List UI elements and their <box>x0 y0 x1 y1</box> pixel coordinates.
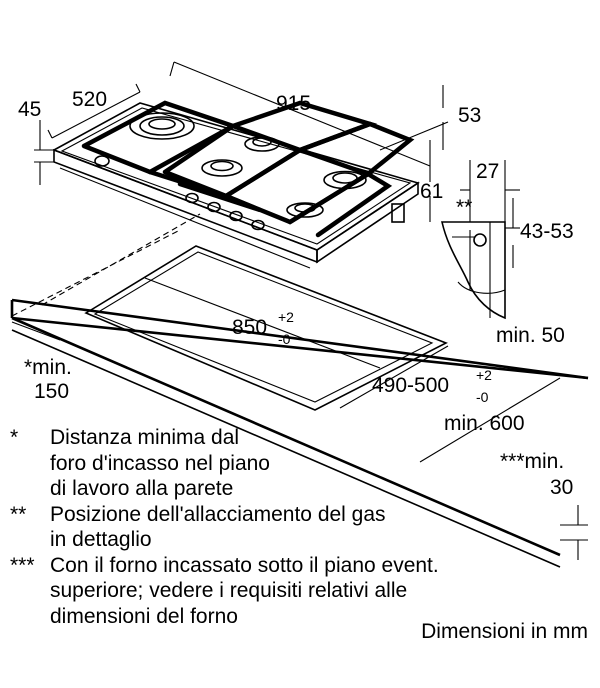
label-min-150-line2: 150 <box>34 380 69 403</box>
legend-line: Posizione dell'allacciamento del gas <box>50 502 386 526</box>
burner-front-left <box>201 159 243 177</box>
label-min-50: min. 50 <box>496 324 565 347</box>
label-cutout-length-tol-minus: -0 <box>278 331 291 347</box>
label-front-height: 45 <box>18 98 41 121</box>
control-knobs <box>94 155 265 231</box>
burner-rear-right <box>323 170 367 190</box>
label-cutout-depth: 490-500 <box>372 374 449 397</box>
legend-line: in dettaglio <box>50 528 152 551</box>
label-gas-marker: ** <box>456 196 472 219</box>
label-cutout-length-tol-plus: +2 <box>278 309 294 325</box>
label-hob-width: 520 <box>72 88 107 111</box>
gas-hob <box>52 100 420 269</box>
legend-item-3: *** Con il forno incassato sotto il pian… <box>10 553 590 630</box>
countertop <box>10 298 589 568</box>
legend-text: Distanza minima dal foro d'incasso nel p… <box>50 425 590 502</box>
legend-item-2: ** Posizione dell'allacciamento del gas … <box>10 502 590 553</box>
legend-mark: *** <box>10 553 35 577</box>
dimension-lines <box>11 61 588 560</box>
gas-connection-detail <box>440 160 520 320</box>
legend-line: Distanza minima dal <box>50 426 240 449</box>
label-min-30-line1: ***min. <box>500 450 564 473</box>
label-gas-height: 43-53 <box>520 220 574 243</box>
legend-line: foro d'incasso nel piano <box>50 451 270 475</box>
legend-line: Con il forno incassato sotto il piano ev… <box>50 553 439 577</box>
legend-line: superiore; vedere i requisiti relativi a… <box>50 579 408 602</box>
legend-text: Posizione dell'allacciamento del gas in … <box>50 502 590 553</box>
label-back-height: 53 <box>458 104 481 127</box>
label-min-600: min. 600 <box>444 412 525 435</box>
legend-item-1: * Distanza minima dal foro d'incasso nel… <box>10 425 590 502</box>
legend-line: di lavoro alla parete <box>50 477 234 500</box>
legend-mark: ** <box>10 502 27 526</box>
burner-front-right <box>286 202 324 218</box>
label-min-30-line2: 30 <box>550 476 573 499</box>
burner-wok <box>129 112 195 140</box>
units-note: Dimensioni in mm <box>421 620 588 643</box>
label-min-150-line1: *min. <box>24 356 72 379</box>
burner-rear-left <box>244 136 280 152</box>
label-gas-offset: 27 <box>476 160 499 183</box>
label-hob-length: 915 <box>276 92 311 115</box>
legend-mark: * <box>10 426 19 449</box>
legend-line: dimensioni del forno <box>50 604 238 628</box>
legend: * Distanza minima dal foro d'incasso nel… <box>10 425 590 629</box>
label-cutout-depth-tol-plus: +2 <box>476 367 492 383</box>
label-body-depth: 61 <box>420 180 443 203</box>
label-cutout-length: 850 <box>232 316 267 339</box>
legend-text: Con il forno incassato sotto il piano ev… <box>50 553 590 630</box>
worktop-cutout <box>11 213 448 411</box>
label-cutout-depth-tol-minus: -0 <box>476 389 489 405</box>
